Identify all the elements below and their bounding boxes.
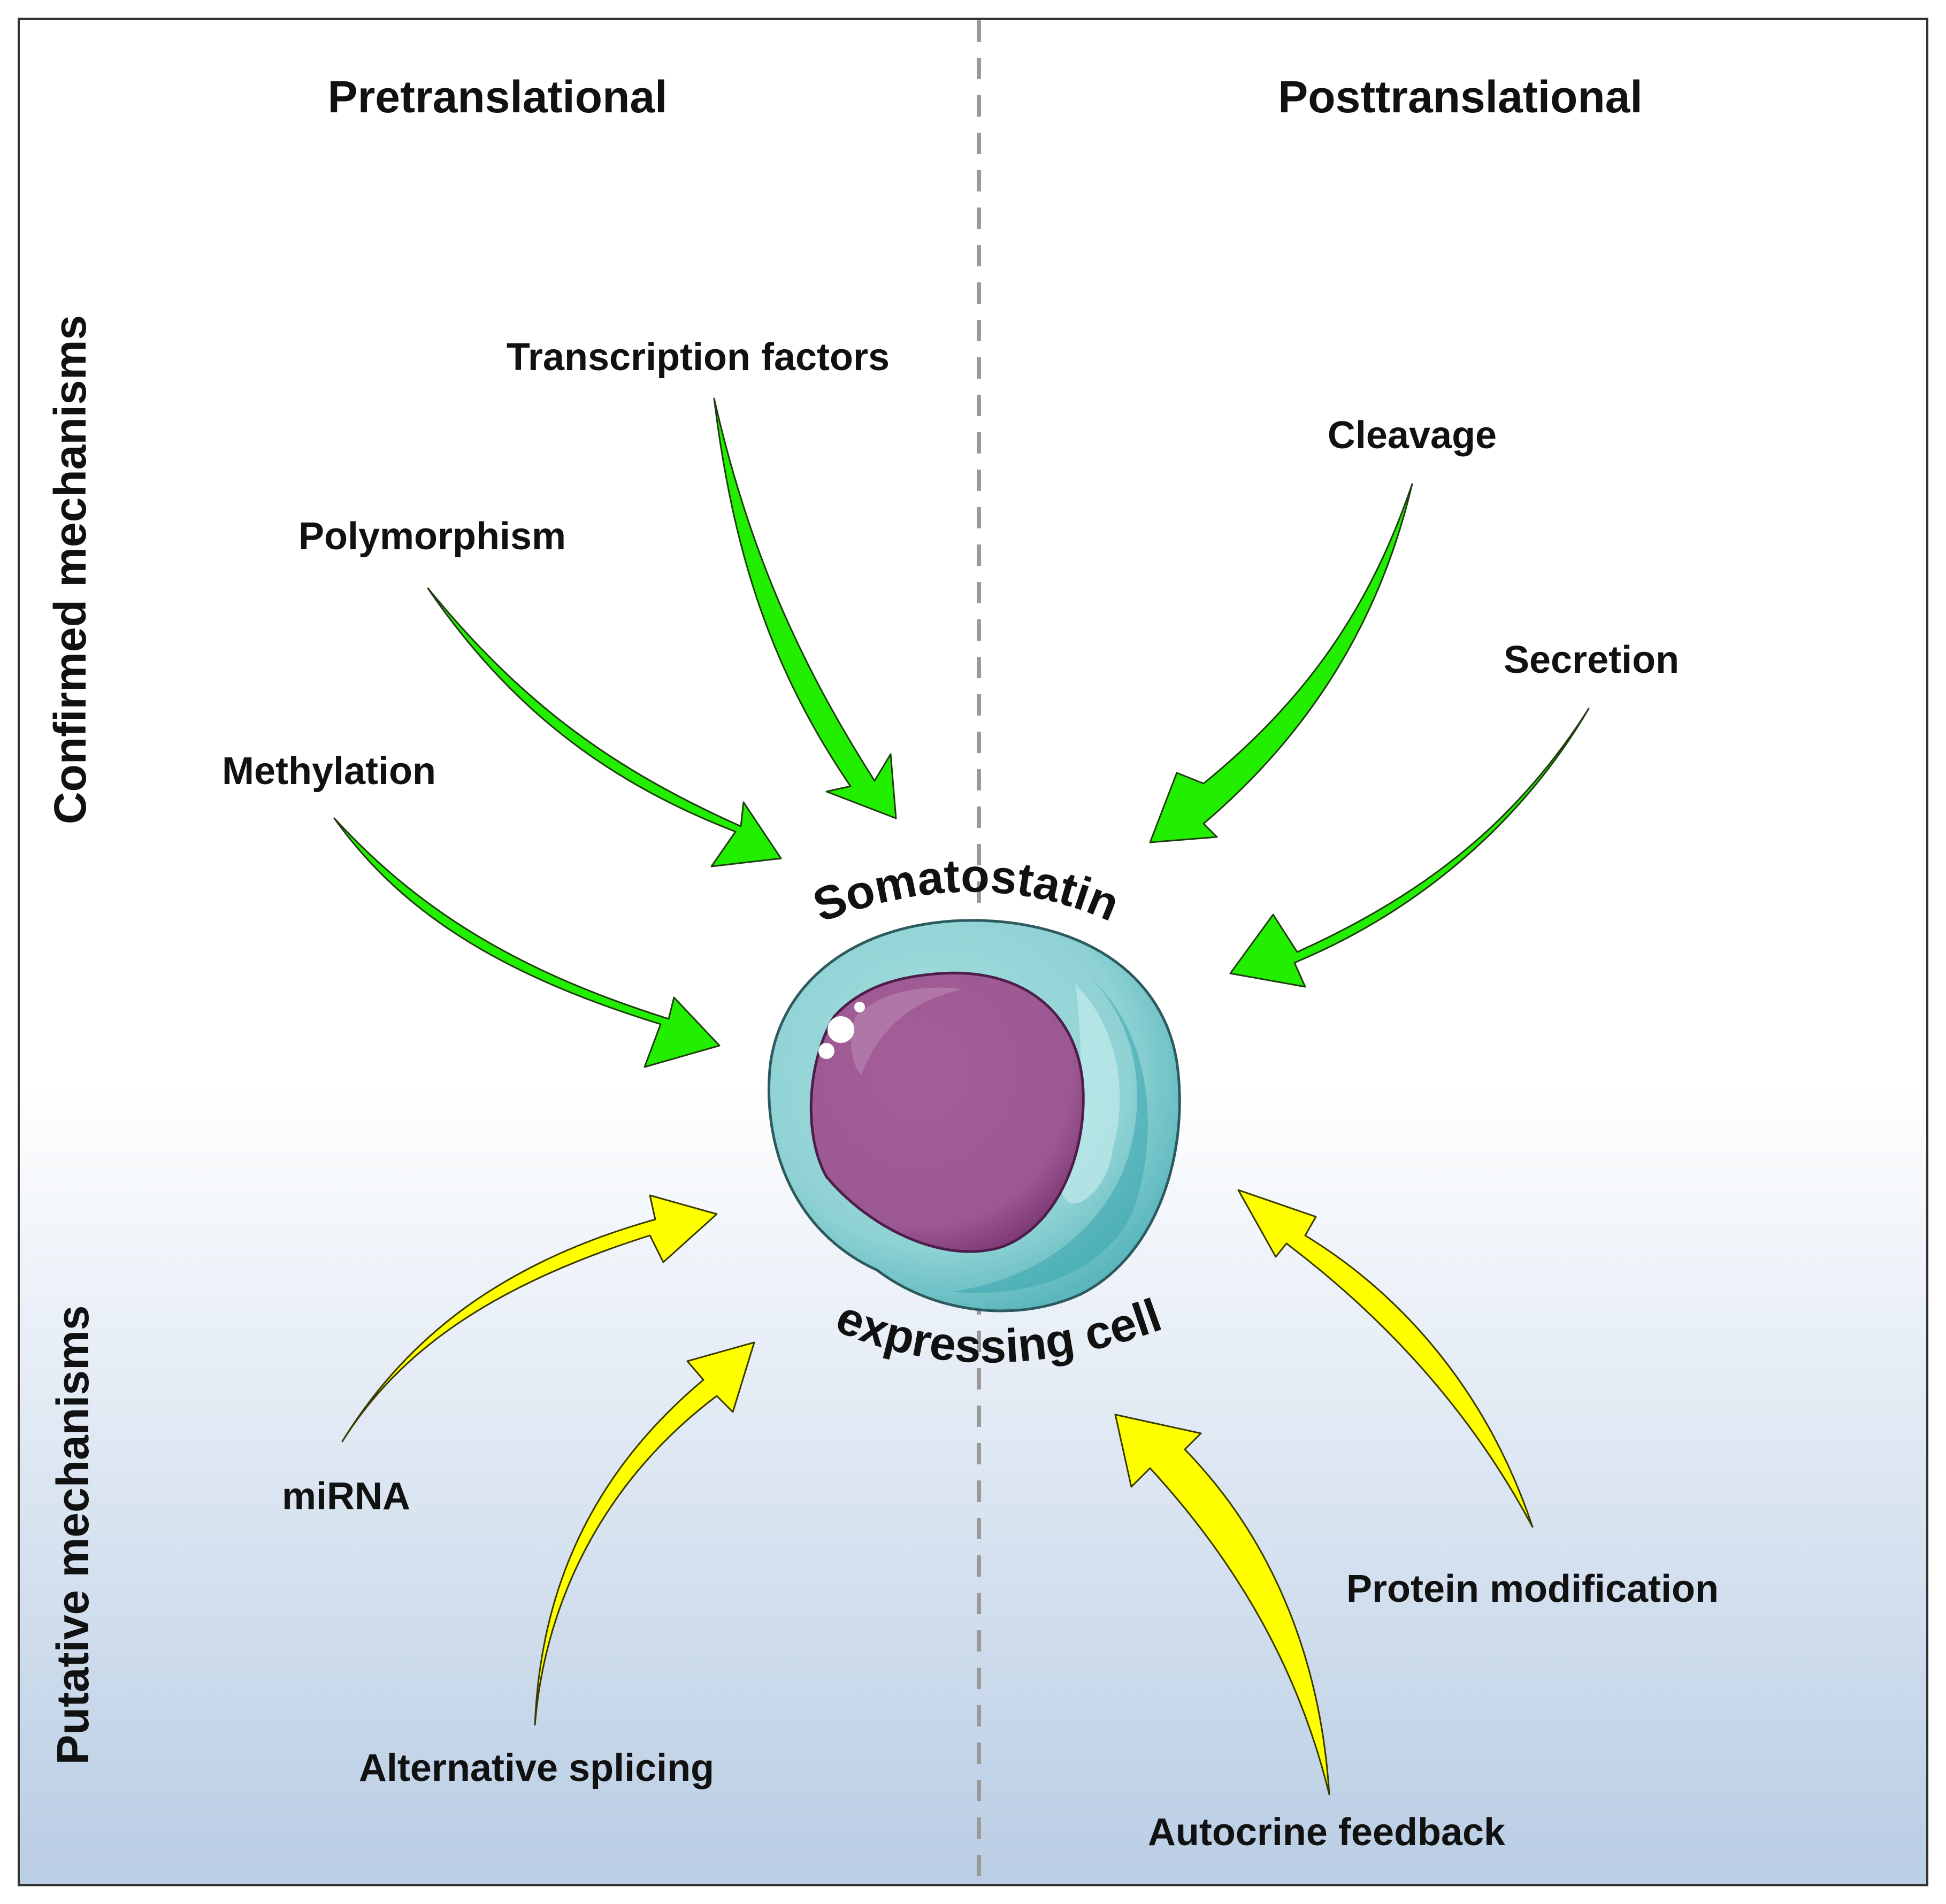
confirmed-mechanisms-header: Confirmed mechanisms <box>45 315 95 824</box>
posttranslational-header: Posttranslational <box>1278 72 1642 122</box>
label-methylation: Methylation <box>222 750 436 793</box>
arrow-secretion <box>1229 708 1590 988</box>
label-protein-modification: Protein modification <box>1346 1568 1719 1610</box>
reflection-dot-medium <box>818 1043 834 1059</box>
arrow-transcription-factors <box>713 397 897 819</box>
nucleus <box>809 971 1085 1253</box>
label-autocrine-feedback: Autocrine feedback <box>1148 1811 1506 1854</box>
putative-arrows <box>341 1189 1534 1795</box>
label-transcription-factors: Transcription factors <box>507 336 890 379</box>
label-secretion: Secretion <box>1504 639 1679 681</box>
reflection-dot-large <box>828 1016 854 1043</box>
arrow-mirna <box>341 1194 718 1442</box>
label-alternative-splicing: Alternative splicing <box>359 1747 714 1790</box>
label-cleavage: Cleavage <box>1328 414 1497 457</box>
arrow-protein-modification <box>1237 1189 1534 1528</box>
label-mirna: miRNA <box>282 1475 410 1518</box>
pretranslational-header: Pretranslational <box>328 72 668 122</box>
arrow-methylation <box>333 817 721 1068</box>
arrow-autocrine-feedback <box>1114 1414 1330 1795</box>
reflection-dot-small <box>854 1002 865 1012</box>
label-polymorphism: Polymorphism <box>298 515 566 558</box>
confirmed-arrows <box>333 397 1590 1068</box>
arrow-polymorphism <box>427 587 782 867</box>
somatostatin-cell <box>768 919 1181 1312</box>
nucleus-highlight <box>851 987 963 1075</box>
cell-shadow <box>952 979 1148 1293</box>
arrow-alternative-splicing <box>534 1341 755 1726</box>
arrow-cleavage <box>1149 483 1413 843</box>
putative-mechanisms-header: Putative mechanisms <box>48 1305 98 1764</box>
